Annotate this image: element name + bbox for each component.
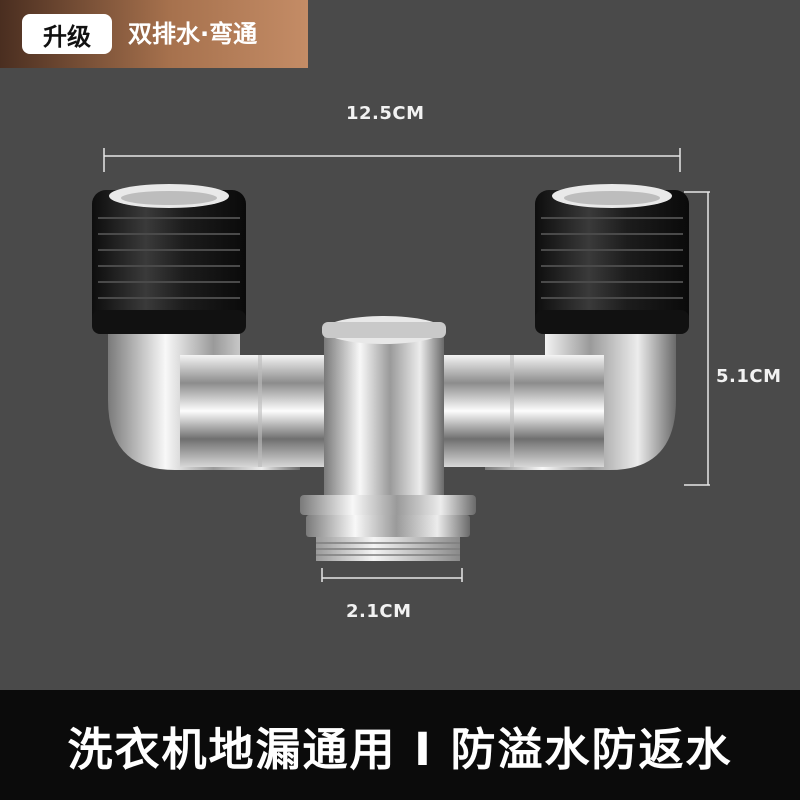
outlet-dimension-label: 2.1CM <box>346 601 412 622</box>
upgrade-tag: 升级 <box>22 14 112 54</box>
center-hub <box>322 316 446 500</box>
width-dimension-label: 12.5CM <box>346 103 425 124</box>
height-dimension-label: 5.1CM <box>716 366 782 387</box>
upgrade-banner: 升级 双排水·弯通 <box>0 0 308 68</box>
width-dimension-line <box>103 148 681 172</box>
right-rubber-connector <box>535 184 689 334</box>
height-dimension-line <box>684 191 710 486</box>
footer-banner: 洗衣机地漏通用 I 防溢水防返水 <box>0 690 800 800</box>
drain-fitting-illustration <box>92 148 710 582</box>
bottom-outlet <box>300 495 476 561</box>
left-rubber-connector <box>92 184 246 334</box>
product-variant-title: 双排水·弯通 <box>128 20 258 48</box>
footer-slogan: 洗衣机地漏通用 I 防溢水防返水 <box>67 722 733 776</box>
outlet-dimension-line <box>321 568 463 582</box>
